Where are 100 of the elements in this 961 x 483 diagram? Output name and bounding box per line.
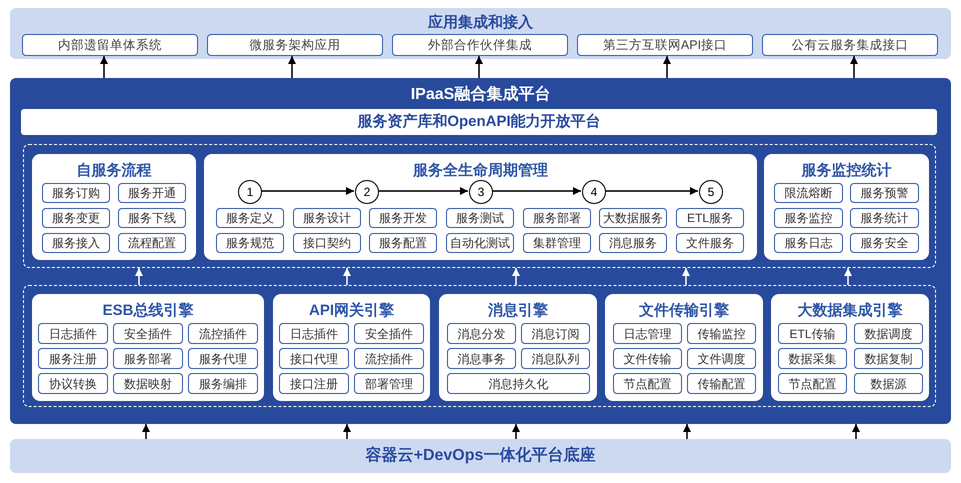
capability-item: 流程配置 <box>118 233 186 253</box>
arrow <box>512 424 520 439</box>
platform-panel <box>10 78 951 424</box>
capability-item: 限流熔断 <box>774 183 843 203</box>
capability-item: 数据采集 <box>778 348 847 369</box>
arrow <box>343 424 351 439</box>
capability-item: 日志管理 <box>613 323 682 344</box>
dashed-frame <box>23 285 936 407</box>
capability-item: 大数据服务 <box>599 208 667 228</box>
capability-item: 数据源 <box>854 373 923 394</box>
arrow <box>261 187 354 195</box>
capability-item: 服务配置 <box>369 233 437 253</box>
capability-item: 流控插件 <box>354 348 424 369</box>
capability-item: 数据调度 <box>854 323 923 344</box>
capability-item: 节点配置 <box>778 373 847 394</box>
capability-item: ETL传输 <box>778 323 847 344</box>
capability-item: 服务开发 <box>369 208 437 228</box>
base-band: 容器云+DevOps一体化平台底座 <box>10 439 951 473</box>
integration-item: 第三方互联网API接口 <box>577 34 753 56</box>
integration-item: 外部合作伙伴集成 <box>392 34 568 56</box>
capability-item: 服务测试 <box>446 208 514 228</box>
module-card <box>439 294 597 401</box>
arrow <box>378 187 468 195</box>
module-card <box>32 154 196 260</box>
capability-item: 服务统计 <box>850 208 919 228</box>
capability-item: 服务订购 <box>42 183 110 203</box>
arrow <box>683 424 691 439</box>
card-title: ESB总线引擎 <box>102 301 194 321</box>
capability-item: 集群管理 <box>523 233 591 253</box>
capability-item: 接口注册 <box>279 373 349 394</box>
arrow <box>852 424 860 439</box>
arrow <box>492 187 581 195</box>
integration-item: 公有云服务集成接口 <box>762 34 938 56</box>
integration-item: 内部遗留单体系统 <box>22 34 198 56</box>
capability-item: ETL服务 <box>676 208 744 228</box>
card-title: 大数据集成引擎 <box>798 301 902 321</box>
capability-item: 服务下线 <box>118 208 186 228</box>
dashed-frame <box>23 144 936 268</box>
module-card <box>764 154 929 260</box>
capability-item: 数据映射 <box>113 373 183 394</box>
arrow <box>605 187 698 195</box>
capability-item: 服务定义 <box>216 208 284 228</box>
capability-item: 文件服务 <box>676 233 744 253</box>
integration-item: 微服务架构应用 <box>207 34 383 56</box>
arrow <box>512 268 520 285</box>
capability-item: 服务日志 <box>774 233 843 253</box>
capability-item: 服务部署 <box>113 348 183 369</box>
capability-item: 日志插件 <box>279 323 349 344</box>
capability-item: 服务规范 <box>216 233 284 253</box>
capability-item: 消息分发 <box>447 323 516 344</box>
capability-item: 安全插件 <box>354 323 424 344</box>
arrow <box>682 268 690 285</box>
arrow <box>475 56 483 78</box>
arrow <box>288 56 296 78</box>
card-title: 服务全生命周期管理 <box>413 161 548 181</box>
capability-item: 协议转换 <box>38 373 108 394</box>
capability-item: 服务开通 <box>118 183 186 203</box>
capability-item: 安全插件 <box>113 323 183 344</box>
capability-item: 文件传输 <box>613 348 682 369</box>
module-card <box>204 154 757 260</box>
capability-item: 部署管理 <box>354 373 424 394</box>
capability-item: 日志插件 <box>38 323 108 344</box>
capability-item: 服务编排 <box>188 373 258 394</box>
capability-item: 服务部署 <box>523 208 591 228</box>
card-title: API网关引擎 <box>308 301 394 321</box>
capability-item: 服务注册 <box>38 348 108 369</box>
capability-item: 数据复制 <box>854 348 923 369</box>
capability-item: 服务代理 <box>188 348 258 369</box>
arrow <box>844 268 852 285</box>
platform-bar: 服务资产库和OpenAPI能力开放平台 <box>21 109 937 135</box>
capability-item: 节点配置 <box>613 373 682 394</box>
arrow <box>663 56 671 78</box>
capability-item: 流控插件 <box>188 323 258 344</box>
capability-item: 传输配置 <box>687 373 756 394</box>
capability-item: 接口代理 <box>279 348 349 369</box>
capability-item: 自动化测试 <box>446 233 514 253</box>
capability-item: 消息事务 <box>447 348 516 369</box>
capability-item: 文件调度 <box>687 348 756 369</box>
capability-item: 消息服务 <box>599 233 667 253</box>
capability-item: 服务变更 <box>42 208 110 228</box>
capability-item: 消息队列 <box>521 348 590 369</box>
module-card <box>605 294 763 401</box>
capability-item: 消息持久化 <box>447 373 590 394</box>
capability-item: 消息订阅 <box>521 323 590 344</box>
arrow <box>343 268 351 285</box>
band-title: 应用集成和接入 <box>428 13 533 33</box>
card-title: 自服务流程 <box>76 161 152 181</box>
arrow <box>850 56 858 78</box>
card-title: 服务监控统计 <box>802 161 892 181</box>
capability-item: 服务接入 <box>42 233 110 253</box>
module-card <box>771 294 929 401</box>
panel-title: IPaaS融合集成平台 <box>410 84 550 105</box>
capability-item: 接口契约 <box>293 233 361 253</box>
arrow <box>100 56 108 78</box>
arrow <box>142 424 150 439</box>
capability-item: 服务预警 <box>850 183 919 203</box>
module-card <box>273 294 430 401</box>
capability-item: 传输监控 <box>687 323 756 344</box>
capability-item: 服务设计 <box>293 208 361 228</box>
capability-item: 服务监控 <box>774 208 843 228</box>
